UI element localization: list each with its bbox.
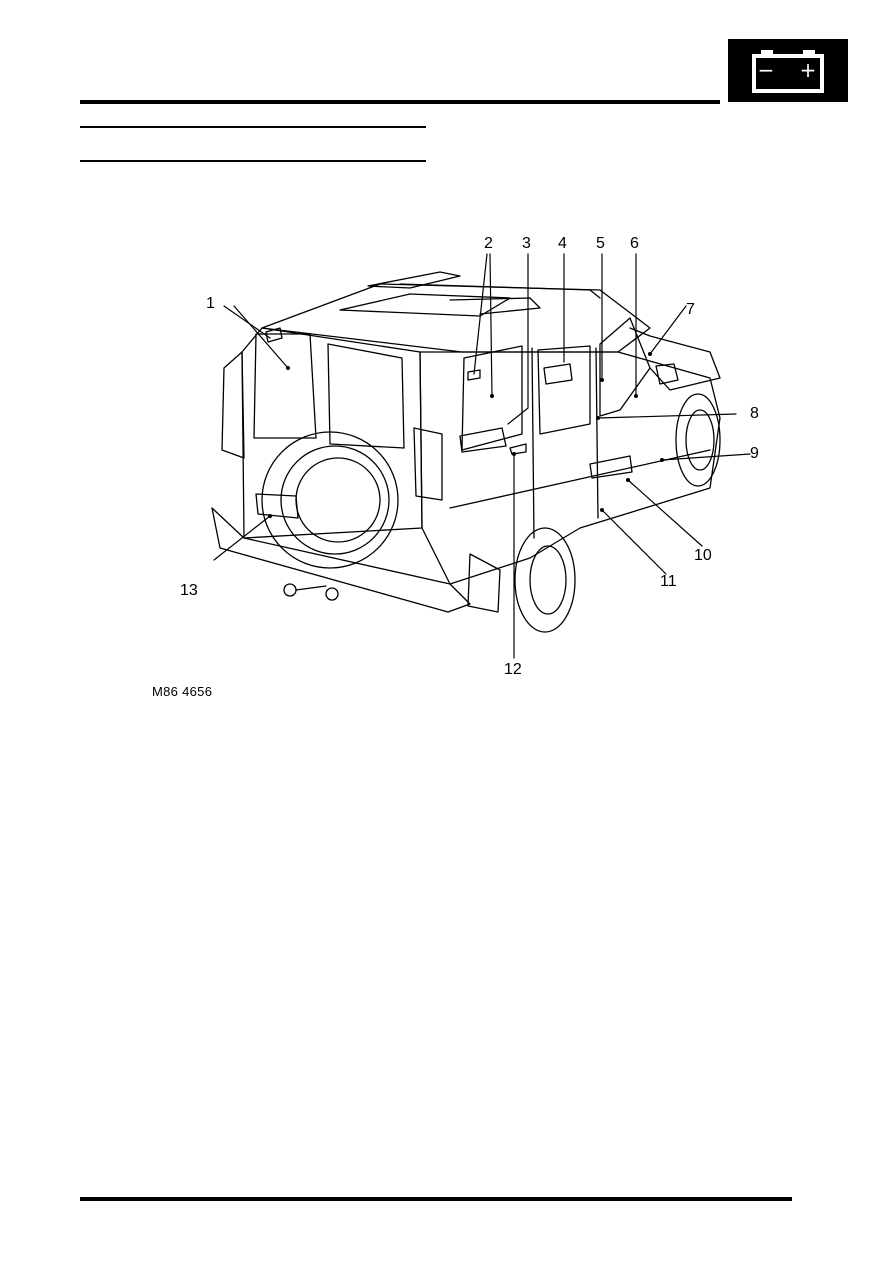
dot-12 — [512, 452, 516, 456]
callout-8: 8 — [750, 405, 759, 422]
leader-2a — [473, 253, 488, 375]
leader-3 — [507, 253, 529, 425]
side-body — [419, 351, 721, 585]
callout-1: 1 — [206, 295, 215, 312]
dot-10 — [626, 478, 630, 482]
leader-11 — [601, 509, 667, 575]
front-wheel-outer — [675, 393, 721, 487]
component-label-13 — [255, 493, 299, 519]
callout-7: 7 — [686, 301, 695, 318]
sunroof-rear — [339, 293, 511, 317]
callout-5: 5 — [596, 235, 605, 252]
rear-wheel-outer — [514, 527, 576, 633]
sunroof-front — [449, 297, 541, 315]
leader-1b — [233, 305, 289, 369]
body-crease — [449, 449, 711, 509]
rear-glass-right — [327, 343, 405, 449]
dot-13 — [268, 514, 272, 518]
dot-9 — [660, 458, 664, 462]
callout-4: 4 — [558, 235, 567, 252]
spare-wheel-inner — [280, 445, 390, 555]
rear-lamp-right — [413, 427, 443, 501]
bonnet — [629, 327, 721, 391]
battery-minus-sign: − — [758, 58, 775, 82]
leader-8 — [597, 413, 737, 419]
front-door-window — [599, 317, 651, 417]
battery-plus-sign: + — [800, 58, 817, 82]
rear-quarter-window — [461, 345, 523, 451]
vehicle-drawing — [211, 253, 751, 659]
dot-2 — [490, 394, 494, 398]
roof-rack-front — [367, 271, 461, 289]
rear-glass-left — [253, 333, 317, 439]
rear-lamp-left — [221, 351, 245, 459]
spare-wheel-cover — [295, 457, 381, 543]
tow-ball — [283, 583, 297, 597]
rear-wheel-inner — [529, 545, 567, 615]
callout-11: 11 — [660, 573, 677, 590]
callout-3: 3 — [522, 235, 531, 252]
callout-9: 9 — [750, 445, 759, 462]
component-label-3 — [459, 427, 507, 453]
title-rule-upper — [80, 126, 426, 128]
leader-lines — [213, 253, 751, 659]
rear-body — [241, 327, 423, 539]
component-label-1a — [265, 327, 283, 343]
door-mirror — [655, 363, 679, 385]
section-tab: − + — [728, 39, 848, 102]
leader-9 — [661, 453, 751, 461]
battery-icon: − + — [752, 50, 824, 93]
leader-1a — [223, 305, 271, 339]
front-wheel-inner — [685, 409, 715, 471]
dot-11 — [600, 508, 604, 512]
leader-2b — [489, 253, 493, 397]
leader-10 — [627, 479, 703, 547]
rear-bumper — [211, 507, 471, 613]
callout-13: 13 — [180, 582, 198, 599]
callout-2: 2 — [484, 235, 493, 252]
dot-6 — [634, 394, 638, 398]
callout-10: 10 — [694, 547, 712, 564]
roof — [261, 283, 651, 353]
door-seam-front — [595, 347, 599, 519]
mudflap — [467, 553, 501, 613]
spare-wheel-outer — [261, 431, 399, 569]
door-seam-rear — [531, 347, 535, 539]
header-rule — [80, 100, 720, 104]
leader-dots — [268, 352, 664, 518]
callout-12: 12 — [504, 661, 522, 678]
tow-bar — [295, 585, 327, 591]
vehicle-illustration: 1 2 3 4 5 6 7 8 9 10 11 12 13 — [150, 228, 790, 698]
footer-rule — [80, 1197, 792, 1201]
component-label-4 — [543, 363, 573, 385]
dot-1 — [286, 366, 290, 370]
title-rule-lower — [80, 160, 426, 162]
callout-6: 6 — [630, 235, 639, 252]
component-label-9 — [589, 455, 633, 479]
component-label-2a — [467, 369, 481, 381]
roof-rack-rail — [399, 283, 601, 299]
leader-7 — [649, 305, 687, 355]
dot-8 — [596, 416, 600, 420]
leader-13 — [213, 515, 271, 561]
dot-5 — [600, 378, 604, 382]
dot-7 — [648, 352, 652, 356]
figure-reference: M86 4656 — [152, 684, 213, 699]
tow-socket — [325, 587, 339, 601]
rear-door-window — [537, 345, 591, 435]
component-label-12 — [509, 443, 527, 455]
